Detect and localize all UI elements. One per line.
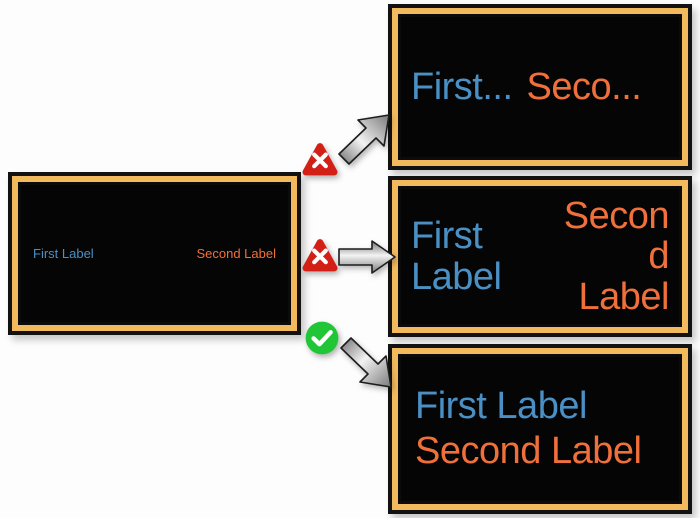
wrapped-first-label-column: First Label (411, 215, 502, 298)
wrapped-first-label-line-2: Label (411, 255, 502, 298)
arrow-up-right-icon (338, 114, 390, 165)
panel-screen: First Label Second Label (398, 354, 682, 504)
panel-screen: First Label Secon d Label (398, 186, 682, 327)
panel-screen: First Label Second Label (18, 182, 291, 325)
source-first-label: First Label (33, 245, 94, 261)
wrapped-second-label-line-3: Label (578, 275, 670, 318)
x-triangle-icon (302, 239, 338, 272)
arrow-right-icon (338, 240, 396, 274)
panel-gold-border: First Label Secon d Label (392, 180, 688, 333)
wrapped-label-columns: First Label Secon d Label (401, 189, 679, 324)
source-label-row: First Label Second Label (21, 246, 288, 262)
arrow-down-right-icon (340, 337, 392, 388)
panel-gold-border: First Label Second Label (392, 348, 688, 510)
truncated-first-label: First... (411, 65, 513, 108)
panel-screen: First... Seco... (398, 14, 682, 160)
truncated-second-label: Seco... (526, 65, 642, 108)
truncated-label-row: First... Seco... (401, 17, 679, 157)
result-panel-truncated: First... Seco... (388, 4, 692, 170)
wrapped-second-label-line-1: Secon (563, 195, 670, 238)
good-first-label: First Label (415, 385, 587, 428)
wrapped-second-label-column: Secon d Label (563, 195, 670, 318)
panel-gold-border: First... Seco... (392, 8, 688, 166)
check-circle-icon (305, 321, 339, 355)
good-label-stack: First Label Second Label (401, 357, 679, 501)
result-panel-good: First Label Second Label (388, 344, 692, 514)
panel-gold-border: First Label Second Label (12, 176, 297, 331)
x-triangle-icon (302, 143, 338, 176)
wrapped-second-label-line-2: d (648, 235, 669, 278)
result-panel-wrapped: First Label Secon d Label (388, 176, 692, 337)
good-second-label: Second Label (415, 430, 642, 472)
source-second-label: Second Label (196, 245, 276, 261)
wrapped-first-label-line-1: First (411, 215, 483, 258)
source-panel: First Label Second Label (8, 172, 301, 335)
